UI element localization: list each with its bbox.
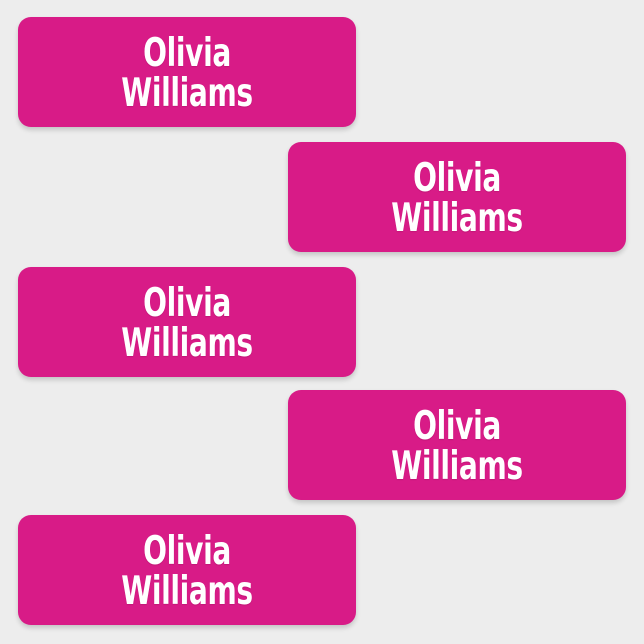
name-text-block: Olivia Williams: [288, 404, 626, 486]
last-name-text: Williams: [121, 321, 253, 366]
name-label-sticker[interactable]: Olivia Williams: [18, 17, 356, 127]
last-name-text: Williams: [391, 196, 523, 241]
name-label-sticker[interactable]: Olivia Williams: [288, 390, 626, 500]
name-text-block: Olivia Williams: [288, 156, 626, 238]
name-text-block: Olivia Williams: [18, 31, 356, 113]
name-label-sticker[interactable]: Olivia Williams: [18, 515, 356, 625]
last-name-text: Williams: [121, 569, 253, 614]
last-name-text: Williams: [391, 444, 523, 489]
first-name-text: Olivia: [413, 403, 501, 449]
first-name-text: Olivia: [143, 30, 231, 76]
first-name-text: Olivia: [413, 155, 501, 201]
first-name-text: Olivia: [143, 280, 231, 326]
name-label-sticker[interactable]: Olivia Williams: [18, 267, 356, 377]
name-text-block: Olivia Williams: [18, 529, 356, 611]
first-name-text: Olivia: [143, 528, 231, 574]
last-name-text: Williams: [121, 71, 253, 116]
name-text-block: Olivia Williams: [18, 281, 356, 363]
name-label-sticker[interactable]: Olivia Williams: [288, 142, 626, 252]
